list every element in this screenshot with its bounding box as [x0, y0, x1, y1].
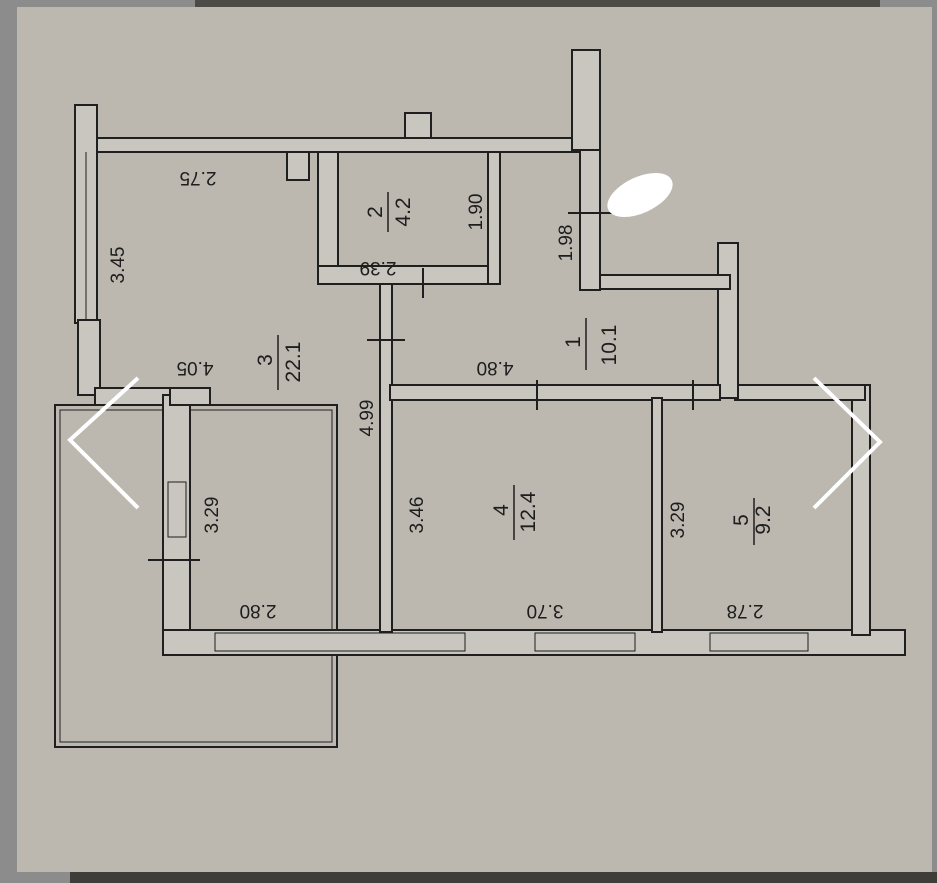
wall-room1-top: [599, 274, 731, 290]
previous-image-button[interactable]: [62, 372, 142, 512]
room-5-label: 5 9.2: [730, 498, 775, 545]
dim-label: 3.70: [527, 600, 564, 621]
chevron-left-icon: [67, 376, 140, 510]
dim-label: 2.75: [180, 167, 217, 188]
dim-label: 4.99: [357, 400, 378, 437]
svg-text:4: 4: [490, 504, 513, 516]
vent: [404, 112, 432, 139]
balcony-inner-outline: [59, 409, 333, 743]
wall-left: [77, 319, 101, 396]
next-image-button[interactable]: [808, 372, 888, 512]
niche: [286, 151, 310, 181]
svg-text:3: 3: [254, 354, 277, 366]
wall-top: [94, 137, 581, 153]
room-4-label: 4 12.4: [490, 485, 540, 540]
wall-1-4: [389, 384, 721, 401]
dim-label: 3.46: [407, 497, 428, 534]
wall-3-4: [379, 283, 393, 633]
dim-label: 3.45: [108, 247, 129, 284]
next-photo-edge: [70, 872, 937, 883]
room-2-label: 2 4.2: [364, 192, 415, 232]
dim-label: 1.90: [466, 194, 487, 231]
dim-label: 2.39: [360, 257, 397, 278]
dim-label: 4.80: [477, 357, 514, 378]
svg-text:10.1: 10.1: [598, 325, 621, 366]
room-3-label: 3 22.1: [254, 335, 305, 390]
dim-label: 2.80: [240, 600, 277, 621]
svg-text:22.1: 22.1: [282, 342, 305, 383]
svg-text:12.4: 12.4: [517, 491, 540, 532]
wall-room2-bottom: [317, 265, 501, 285]
svg-text:4.2: 4.2: [392, 197, 415, 226]
wall-room1-right: [717, 242, 739, 399]
column: [571, 49, 601, 151]
chevron-right-icon: [812, 376, 883, 510]
redaction-mark: [607, 172, 673, 218]
dim-label: 1.98: [556, 225, 577, 262]
wall-shaft: [579, 149, 601, 291]
wall-4-5: [651, 397, 663, 633]
dim-label: 3.29: [668, 502, 689, 539]
dim-label: 4.05: [177, 357, 214, 378]
dim-label: 3.29: [202, 497, 223, 534]
svg-text:2: 2: [364, 206, 387, 218]
wall-room2-left: [317, 151, 339, 283]
wall-room2-right: [487, 151, 501, 285]
svg-text:9.2: 9.2: [752, 505, 775, 534]
svg-text:5: 5: [730, 514, 753, 526]
svg-text:1: 1: [562, 336, 585, 348]
previous-photo-edge: [195, 0, 880, 7]
dim-label: 2.78: [727, 600, 764, 621]
room-1-label: 1 10.1: [562, 318, 621, 370]
